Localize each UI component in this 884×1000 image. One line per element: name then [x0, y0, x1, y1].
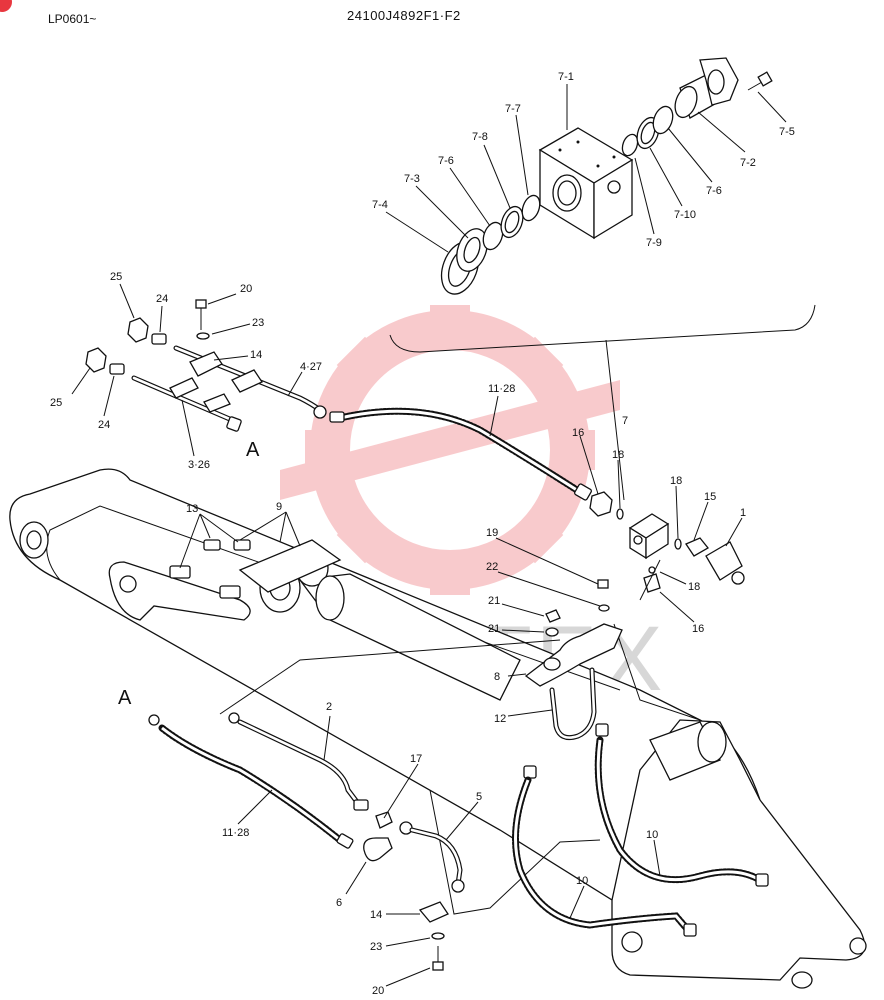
- label-11-28-upper: 11·28: [488, 383, 515, 395]
- part-22-washer: [598, 604, 610, 612]
- label-20-upper: 20: [240, 283, 252, 295]
- lower-hose-11-28: 11·28 A: [118, 687, 354, 849]
- label-7-10: 7-10: [674, 209, 696, 221]
- label-16-upper: 16: [572, 427, 584, 439]
- label-19: 19: [486, 527, 498, 539]
- label-25-lower: 25: [50, 397, 62, 409]
- part-20-bolt-upper: [195, 299, 207, 309]
- part-16-adapter: [589, 491, 613, 517]
- label-7-4: 7-4: [372, 199, 388, 211]
- upper-pipe-group: 25 24 20 23 14 4·27 25 24 3·26 A: [50, 271, 327, 471]
- part-24-fitting-upper: [151, 333, 167, 345]
- label-25-upper: 25: [110, 271, 122, 283]
- label-ref-a-upper: A: [246, 439, 260, 461]
- watermark-gear-icon: [280, 305, 620, 595]
- label-7-3: 7-3: [404, 173, 420, 185]
- part-23-washer-upper: [196, 332, 210, 340]
- part-19-bolt: [597, 579, 609, 589]
- label-23-upper: 23: [252, 317, 264, 329]
- model-code: LP0601~: [48, 12, 97, 26]
- part-21-washer-lower: [545, 627, 559, 637]
- label-14-upper: 14: [250, 349, 262, 361]
- label-15: 15: [704, 491, 716, 503]
- label-21-upper: 21: [488, 595, 500, 607]
- lower-pipe-group: 2 17 6: [228, 701, 422, 909]
- label-10-right: 10: [646, 829, 658, 841]
- upper-hose-11-28: 11·28: [329, 383, 592, 501]
- label-1: 1: [740, 507, 746, 519]
- pipe-5-group: 5 14 23 20: [370, 791, 482, 997]
- label-ref-a-lower: A: [118, 687, 132, 709]
- label-13: 13: [186, 503, 198, 515]
- label-7-1: 7-1: [558, 71, 574, 83]
- label-17: 17: [410, 753, 422, 765]
- label-16-lower: 16: [692, 623, 704, 635]
- part-24-fitting-lower: [109, 363, 125, 375]
- part-14-clamp-upper: [189, 351, 223, 377]
- label-7-2: 7-2: [740, 157, 756, 169]
- label-20-lower: 20: [372, 985, 384, 997]
- part-18-oring-right: [674, 538, 682, 550]
- part-7-6-ring-b: [652, 105, 674, 135]
- valve-group: 16 18 18 15 1 18 16: [572, 427, 746, 635]
- label-11-28-lower: 11·28: [222, 827, 249, 839]
- corner-badge: [0, 0, 12, 12]
- label-7-6-right: 7-6: [706, 185, 722, 197]
- label-24-lower: 24: [98, 419, 110, 431]
- part-7-7-ring: [521, 194, 541, 222]
- label-2: 2: [326, 701, 332, 713]
- part-7-2-cap: [674, 57, 739, 119]
- part-17-fitting: [375, 811, 393, 829]
- label-5: 5: [476, 791, 482, 803]
- part-14-clamp-lower-b: [418, 901, 449, 923]
- label-9: 9: [276, 501, 282, 513]
- label-7-7: 7-7: [505, 103, 521, 115]
- part-7-5-bolt: [747, 71, 773, 91]
- label-18-left: 18: [612, 449, 624, 461]
- label-4-27: 4·27: [300, 361, 322, 373]
- u-bolt-12: 12: [494, 667, 597, 741]
- part-6-elbow: [363, 837, 393, 862]
- label-10-left: 10: [576, 875, 588, 887]
- part-14-clamp-lower: [169, 377, 199, 399]
- part-7-6-ring: [482, 221, 504, 251]
- cylinder-assembly: 7-1 7-2 7-5 7-6 7-10 7-9 7-7 7-8 7-6 7-3…: [372, 57, 816, 353]
- label-7-5: 7-5: [779, 126, 795, 138]
- part-23-washer-lower: [431, 932, 445, 940]
- label-7-9: 7-9: [646, 237, 662, 249]
- part-15-adapter: [685, 537, 709, 557]
- label-7: 7: [622, 415, 628, 427]
- hoses-10: 10 10: [512, 723, 769, 937]
- label-14-lower: 14: [370, 909, 382, 921]
- label-18-lower: 18: [688, 581, 700, 593]
- part-7-9-ring: [621, 133, 639, 157]
- label-23-lower: 23: [370, 941, 382, 953]
- label-7-8: 7-8: [472, 131, 488, 143]
- part-1-fitting: [705, 541, 743, 581]
- boom-body: 13 9: [9, 468, 867, 989]
- drawing-number: 24100J4892F1·F2: [347, 8, 461, 23]
- part-7-1-block: [538, 127, 634, 240]
- part-18-oring-left: [616, 508, 624, 520]
- part-20-bolt-lower: [432, 961, 444, 971]
- label-24-upper: 24: [156, 293, 168, 305]
- clamp-8-group: 19 22 21 21 8: [486, 527, 623, 687]
- label-21-lower: 21: [488, 623, 500, 635]
- label-22: 22: [486, 561, 498, 573]
- label-6: 6: [336, 897, 342, 909]
- part-8-clamp: [524, 623, 623, 687]
- label-18-right: 18: [670, 475, 682, 487]
- part-21-nut-upper: [545, 609, 561, 623]
- label-7-6-left: 7-6: [438, 155, 454, 167]
- part-25-nut-upper: [127, 317, 149, 343]
- part-25-nut-lower: [85, 347, 107, 373]
- label-8: 8: [494, 671, 500, 683]
- label-12: 12: [494, 713, 506, 725]
- label-3-26: 3·26: [188, 459, 210, 471]
